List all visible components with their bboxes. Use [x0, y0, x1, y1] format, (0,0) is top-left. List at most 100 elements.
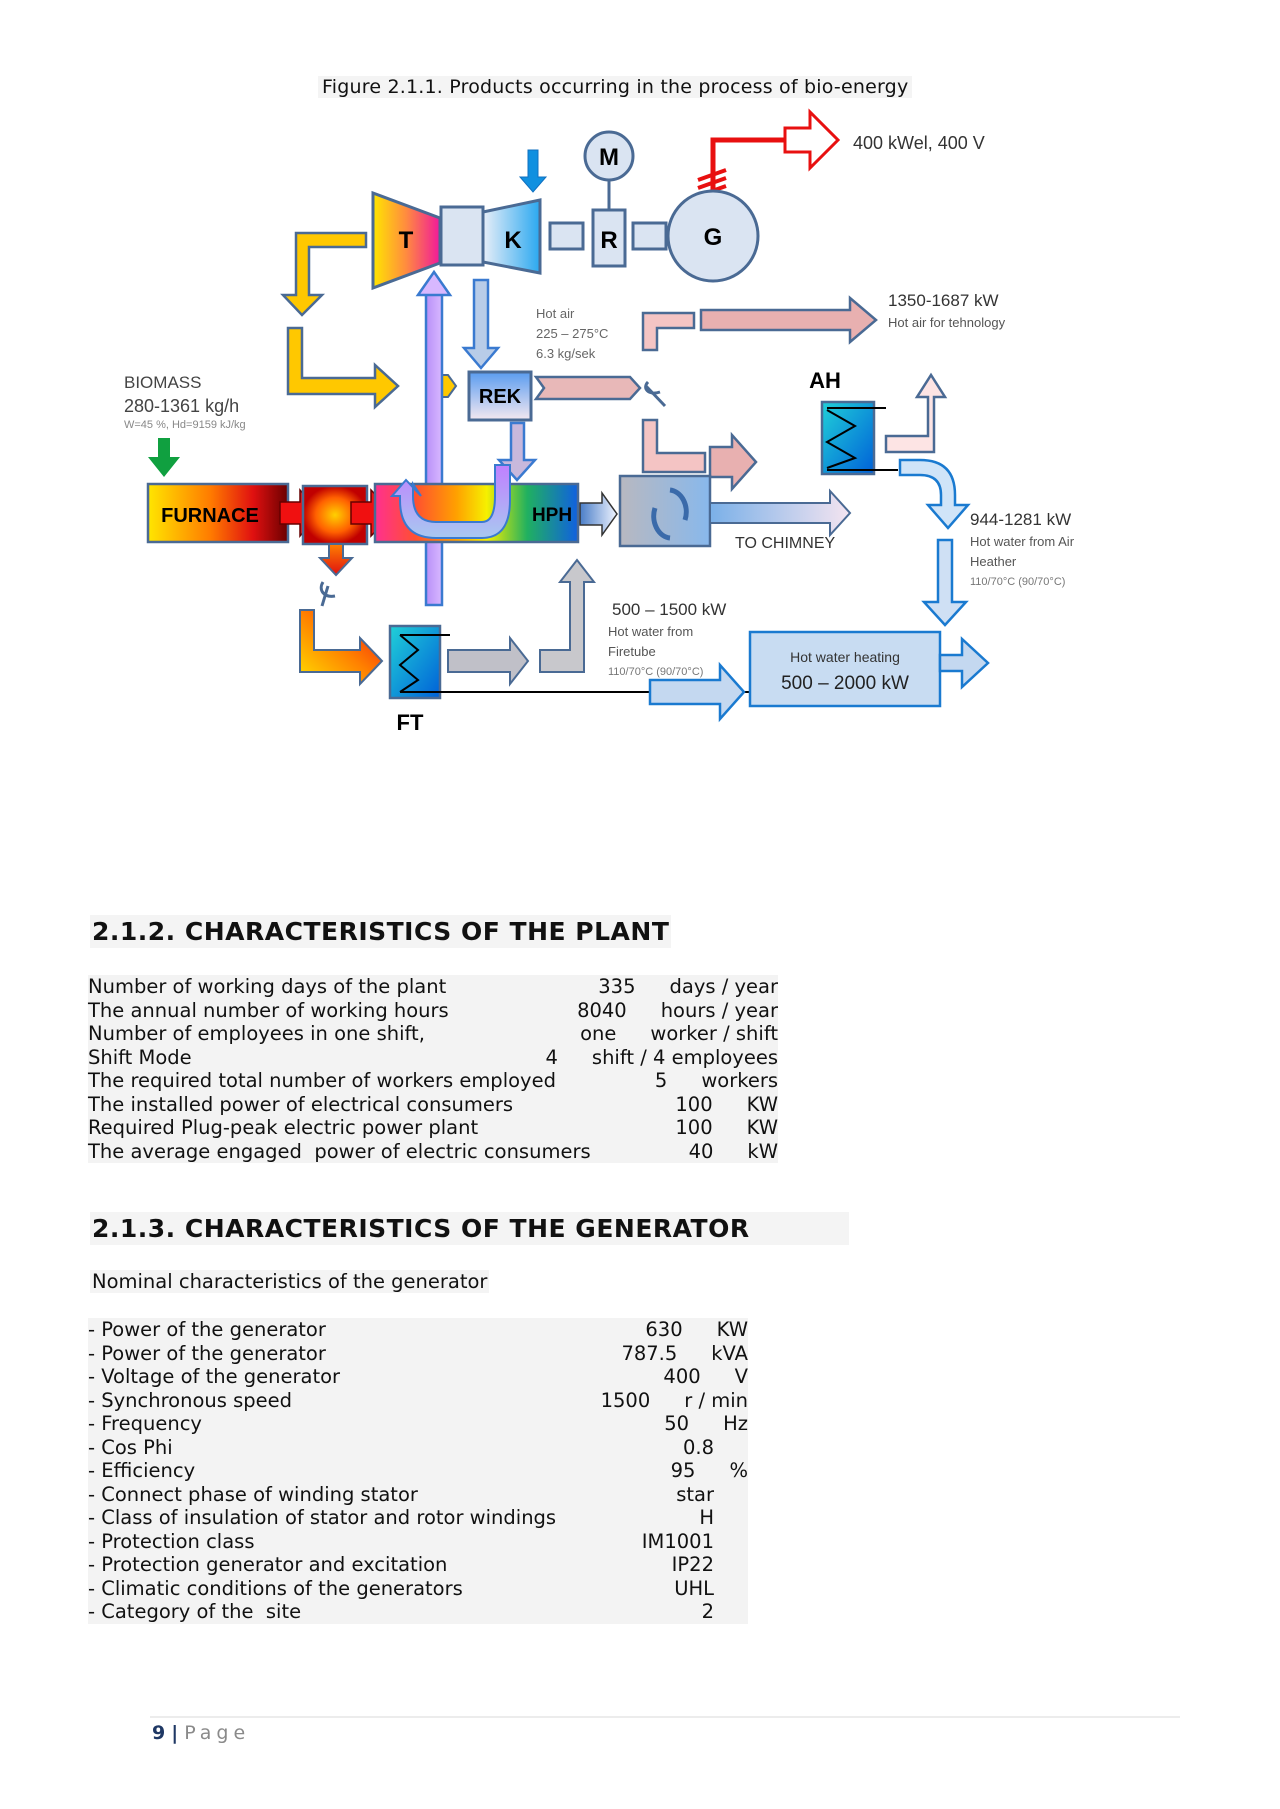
furnace-label: FURNACE: [161, 505, 259, 527]
hot-water-heating-power: 500 – 2000 kW: [781, 673, 909, 694]
row-value: 1500: [600, 1388, 651, 1412]
ah-label: AH: [809, 368, 841, 393]
footer-divider: [150, 1716, 1180, 1718]
air-inlet-arrow: [518, 149, 548, 193]
heat-pipe-heater-hph: HPH: [373, 464, 580, 544]
row-value: 95: [670, 1459, 696, 1482]
row-value: 100: [675, 1092, 713, 1116]
row-unit: V: [734, 1365, 748, 1388]
table-row: Required Plug-peak electric power plant 1…: [88, 1116, 778, 1140]
table-row: The installed power of electrical consum…: [88, 1093, 778, 1117]
row-value: 2: [701, 1600, 714, 1623]
recuperator-rek: REK: [467, 370, 533, 422]
biomass-rate: 280-1361 kg/h: [124, 396, 239, 416]
ft-label: FT: [397, 710, 424, 735]
row-value: 5: [654, 1069, 668, 1092]
row-unit: hours / year: [660, 998, 778, 1022]
row-value: 100: [675, 1116, 713, 1139]
ft-water-desc1: Hot water from: [608, 624, 693, 639]
row-value: H: [699, 1506, 714, 1529]
turbine-label: T: [399, 227, 414, 254]
row-label: - Frequency: [88, 1412, 202, 1435]
ft-water-temp: 110/70°C (90/70°C): [608, 666, 703, 678]
row-label: - Protection generator and excitation: [88, 1553, 448, 1576]
hot-air-tech-desc: Hot air for tehnology: [888, 315, 1006, 330]
row-value: 50: [664, 1412, 690, 1435]
row-value: star: [676, 1482, 714, 1506]
row-unit: [726, 1436, 748, 1460]
compressor-label: K: [504, 227, 522, 254]
bio-energy-process-diagram: 400 kWel, 400 V M T K R G REK: [124, 108, 1150, 860]
footer-separator: |: [171, 1722, 179, 1744]
row-unit: [726, 1553, 748, 1577]
figure-caption: Figure 2.1.1. Products occurring in the …: [318, 76, 913, 98]
reducer: R: [591, 208, 627, 268]
row-label: - Efficiency: [88, 1459, 196, 1482]
page-number: 9: [152, 1722, 166, 1744]
valve-icon: [644, 380, 667, 408]
row-label: Number of employees in one shift,: [88, 1022, 425, 1045]
hot-water-heating-title: Hot water heating: [790, 649, 900, 665]
table-row: - Power of the generator 630 KW: [88, 1318, 748, 1342]
ft-water-desc2: Firetube: [608, 644, 656, 659]
ah-water-temp: 110/70°C (90/70°C): [970, 576, 1065, 588]
furnace: FURNACE: [146, 482, 290, 544]
row-unit: days / year: [669, 975, 779, 998]
generator: G: [666, 189, 760, 283]
table-row: - Frequency 50 Hz: [88, 1412, 748, 1436]
chimney-heat-exchanger: [618, 474, 712, 548]
row-label: - Protection class: [88, 1529, 255, 1553]
row-label: - Power of the generator: [88, 1318, 326, 1341]
exhaust-arrow-to-rek: [286, 326, 400, 410]
row-unit: Hz: [723, 1412, 748, 1435]
hph-label: HPH: [532, 505, 572, 526]
hot-air-temp: 225 – 275°C: [536, 326, 608, 341]
table-row: Number of employees in one shift, one work…: [88, 1022, 778, 1046]
row-unit: [726, 1483, 748, 1507]
motor-label: M: [599, 144, 619, 171]
ah-water-desc2: Heather: [970, 554, 1017, 569]
row-unit: KW: [746, 1116, 778, 1139]
hot-air-flow: 6.3 kg/sek: [536, 346, 596, 361]
row-label: Required Plug-peak electric power plant: [88, 1116, 479, 1139]
row-value: 630: [645, 1318, 683, 1341]
row-value: 4: [545, 1045, 558, 1069]
hot-air-tech-power: 1350-1687 kW: [888, 291, 999, 310]
row-unit: worker / shift: [650, 1022, 778, 1045]
ah-water-desc1: Hot water from Air: [970, 534, 1075, 549]
row-label: Number of working days of the plant: [88, 975, 447, 998]
row-label: The required total number of workers emp…: [88, 1069, 556, 1092]
hot-gas-riser: [424, 283, 444, 607]
biomass-title: BIOMASS: [124, 373, 201, 392]
generator-heading: 2.1.3. CHARACTERISTICS OF THE GENERATOR: [90, 1212, 849, 1245]
row-value: 0.8: [682, 1435, 714, 1459]
row-value: one: [580, 1022, 617, 1045]
row-unit: [726, 1577, 748, 1601]
row-label: - Synchronous speed: [88, 1388, 293, 1412]
row-unit: KW: [716, 1318, 748, 1341]
row-unit: r / min: [684, 1388, 748, 1412]
row-unit: shift / 4 employees: [591, 1045, 778, 1069]
row-label: - Climatic conditions of the generators: [88, 1576, 463, 1600]
table-row: - Class of insulation of stator and roto…: [88, 1506, 748, 1530]
compressor: K: [481, 198, 542, 275]
turbine: T: [371, 190, 442, 291]
rek-label: REK: [479, 386, 522, 408]
row-label: - Power of the generator: [88, 1341, 326, 1365]
table-row: The average engaged power of electric co…: [88, 1140, 778, 1164]
row-label: - Class of insulation of stator and roto…: [88, 1506, 557, 1529]
shaft-coupling: [439, 205, 485, 267]
page-word: Page: [184, 1722, 251, 1744]
